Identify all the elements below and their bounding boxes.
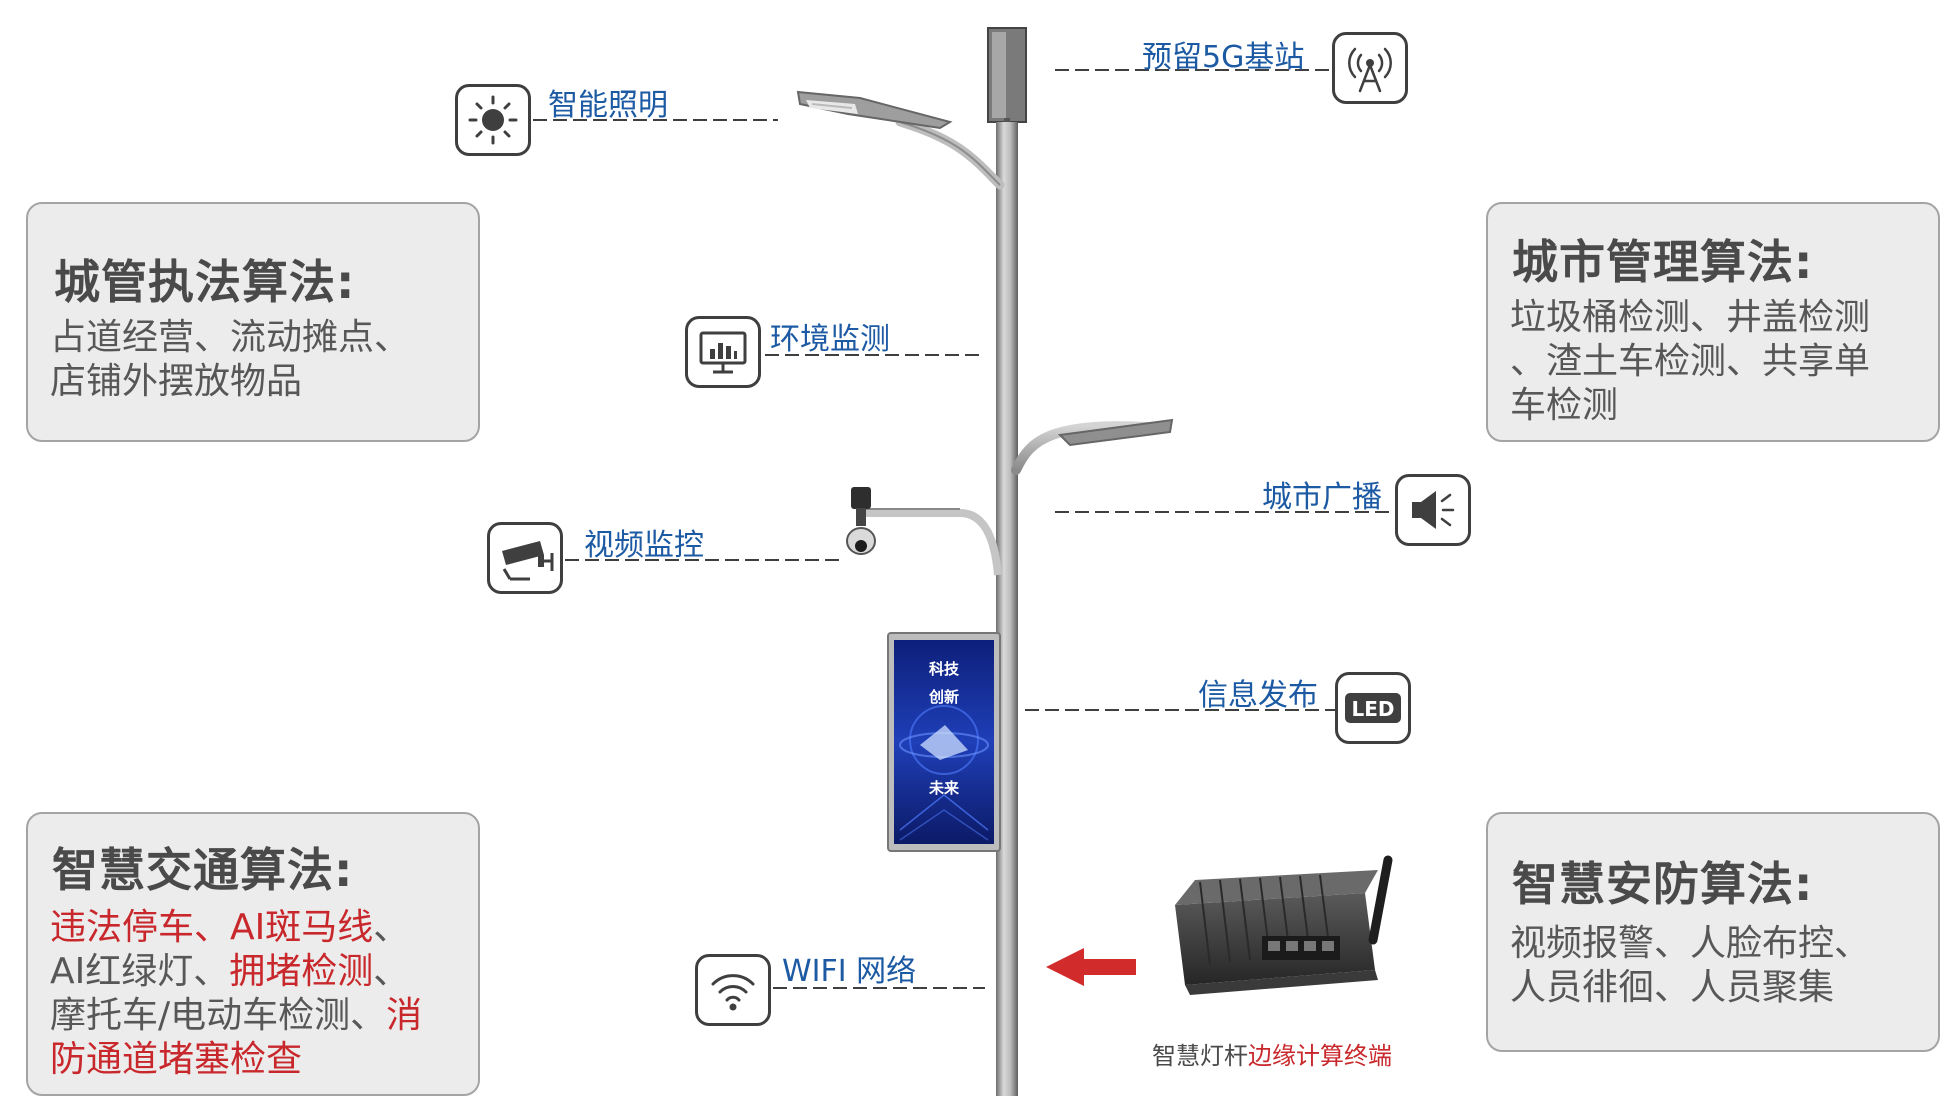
led-badge-text: LED <box>1351 697 1394 721</box>
body-line: 垃圾桶检测、井盖检测 <box>1510 297 1871 338</box>
red-arrow <box>1046 948 1136 986</box>
box-traffic-algorithm: 智慧交通算法: 违法停车、AI斑马线、 AI红绿灯、拥堵检测、 摩托车/电动车检… <box>26 812 480 1096</box>
label-video: 视频监控 <box>584 528 704 563</box>
caption-part2: 边缘计算终端 <box>1248 1042 1392 1070</box>
highlight-text: 违法停车、AI斑马线 <box>50 907 374 948</box>
box-body: 违法停车、AI斑马线、 AI红绿灯、拥堵检测、 摩托车/电动车检测、消 防通道堵… <box>50 906 422 1082</box>
led-badge-icon: LED <box>1335 672 1411 744</box>
box-title: 智慧交通算法: <box>52 843 354 897</box>
monitor-chart-icon <box>685 316 761 388</box>
antenna-icon <box>1332 32 1408 104</box>
label-wifi: WIFI 网络 <box>782 954 917 989</box>
label-5g-station: 预留5G基站 <box>1142 40 1305 75</box>
body-line: 防通道堵塞检查 <box>50 1038 422 1082</box>
caption-part1: 智慧灯杆 <box>1152 1042 1248 1070</box>
edge-computing-device <box>1175 855 1393 995</box>
box-body: 视频报警、人脸布控、 人员徘徊、人员聚集 <box>1510 922 1870 1010</box>
dome-camera <box>846 487 876 555</box>
body-line: 店铺外摆放物品 <box>50 361 303 402</box>
body-line: 违法停车、AI斑马线、 <box>50 906 422 950</box>
screen-text-2: 创新 <box>928 688 959 706</box>
body-line: 摩托车/电动车检测、消 <box>50 994 422 1038</box>
cctv-camera-icon <box>487 522 563 594</box>
box-enforcement-algorithm: 城管执法算法: 占道经营、流动摊点、 店铺外摆放物品 <box>26 202 480 442</box>
box-security-algorithm: 智慧安防算法: 视频报警、人脸布控、 人员徘徊、人员聚集 <box>1486 812 1940 1052</box>
body-line: 、渣土车检测、共享单 <box>1510 341 1871 382</box>
body-line: 视频报警、人脸布控、 <box>1510 923 1871 964</box>
upper-lamp-arm <box>895 117 1005 190</box>
box-body: 垃圾桶检测、井盖检测 、渣土车检测、共享单 车检测 <box>1510 296 1870 428</box>
label-lighting: 智能照明 <box>548 88 668 123</box>
plain-text: 、 <box>373 907 410 948</box>
label-info: 信息发布 <box>1198 678 1318 713</box>
speaker-icon <box>1395 474 1471 546</box>
upper-lamp-head <box>796 90 953 130</box>
label-broadcast: 城市广播 <box>1262 480 1382 515</box>
plain-text: 摩托车/电动车检测、 <box>50 995 387 1036</box>
body-line: 车检测 <box>1510 385 1619 426</box>
plain-text: AI红绿灯、 <box>50 951 230 992</box>
box-title: 城市管理算法: <box>1512 235 1814 289</box>
box-city-management-algorithm: 城市管理算法: 垃圾桶检测、井盖检测 、渣土车检测、共享单 车检测 <box>1486 202 1940 442</box>
plain-text: 、 <box>373 951 410 992</box>
screen-text-3: 未来 <box>928 779 960 797</box>
body-line: AI红绿灯、拥堵检测、 <box>50 950 422 994</box>
leader-lines <box>533 69 1395 989</box>
signage-screen: 科技 创新 未来 <box>887 632 1001 852</box>
camera-arm <box>862 509 1002 576</box>
device-caption: 智慧灯杆边缘计算终端 <box>1152 1036 1392 1071</box>
sun-icon <box>455 84 531 156</box>
pole <box>996 122 1018 1096</box>
label-environment: 环境监测 <box>770 322 890 357</box>
highlight-text: 消 <box>386 995 423 1036</box>
highlight-text: 拥堵检测 <box>229 951 374 992</box>
body-line: 人员徘徊、人员聚集 <box>1510 967 1835 1008</box>
box-body: 占道经营、流动摊点、 店铺外摆放物品 <box>50 316 410 404</box>
screen-text-1: 科技 <box>929 660 960 678</box>
body-line: 占道经营、流动摊点、 <box>50 317 411 358</box>
lower-lamp-head <box>1057 418 1174 447</box>
box-title: 城管执法算法: <box>54 255 356 309</box>
box-title: 智慧安防算法: <box>1512 857 1814 911</box>
highlight-text: 防通道堵塞检查 <box>50 1039 303 1080</box>
5g-base-station <box>987 27 1027 126</box>
wifi-icon <box>695 954 771 1026</box>
